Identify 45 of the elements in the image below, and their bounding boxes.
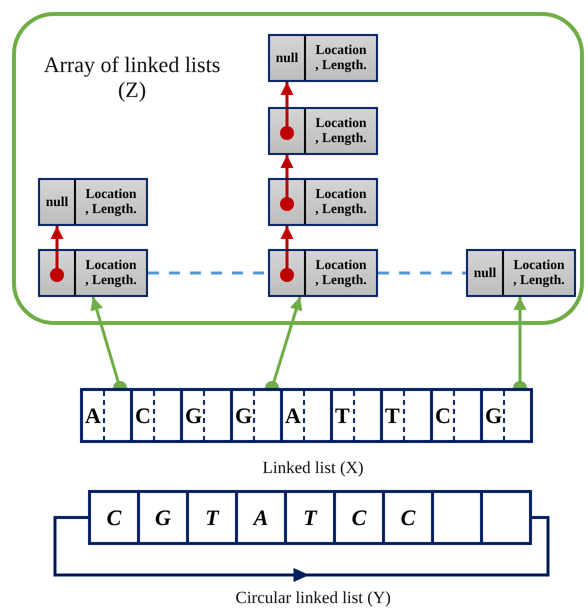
list-cell: G <box>480 388 533 443</box>
loop-arrow <box>54 516 550 582</box>
data-field: Location , Length. <box>504 251 574 295</box>
empty-list-cell <box>431 490 483 545</box>
pointer-field: null <box>468 251 504 295</box>
data-field: Location , Length. <box>76 180 146 224</box>
list-node <box>38 178 148 226</box>
list-node <box>268 178 378 226</box>
arrow <box>280 226 294 249</box>
list-cell: A <box>235 490 287 545</box>
list-node <box>268 34 378 82</box>
list-cell: G <box>137 490 189 545</box>
list-cell: C <box>88 490 140 545</box>
data-field: Location , Length. <box>76 251 146 295</box>
list-cell: G <box>230 388 283 443</box>
list-node <box>268 249 378 297</box>
pointer-field: null <box>270 36 306 80</box>
list-caption: Circular linked list (Y) <box>236 588 391 608</box>
data-field: Location , Length. <box>306 36 376 80</box>
pointer-field: null <box>40 180 76 224</box>
list-cell: C <box>333 490 385 545</box>
arrow <box>280 82 294 107</box>
list-node <box>466 249 576 297</box>
arrow <box>50 226 64 249</box>
list-cell: C <box>382 490 434 545</box>
list-cell: T <box>330 388 383 443</box>
list-node <box>38 249 148 297</box>
list-cell: T <box>380 388 433 443</box>
arrow <box>280 155 294 178</box>
dashed-line <box>378 272 466 274</box>
list-caption: Linked list (X) <box>262 458 364 478</box>
list-node <box>268 107 378 155</box>
list-cell: C <box>430 388 483 443</box>
data-field: Location , Length. <box>306 251 376 295</box>
group-title: Array of linked lists (Z) <box>42 52 222 103</box>
list-cell: T <box>284 490 336 545</box>
list-cell: C <box>130 388 183 443</box>
list-cell: G <box>180 388 233 443</box>
list-cell: T <box>186 490 238 545</box>
data-field: Location , Length. <box>306 180 376 224</box>
data-field: Location , Length. <box>306 109 376 153</box>
empty-list-cell <box>480 490 532 545</box>
group-panel <box>12 12 584 325</box>
list-cell: A <box>80 388 133 443</box>
list-cell: A <box>280 388 333 443</box>
